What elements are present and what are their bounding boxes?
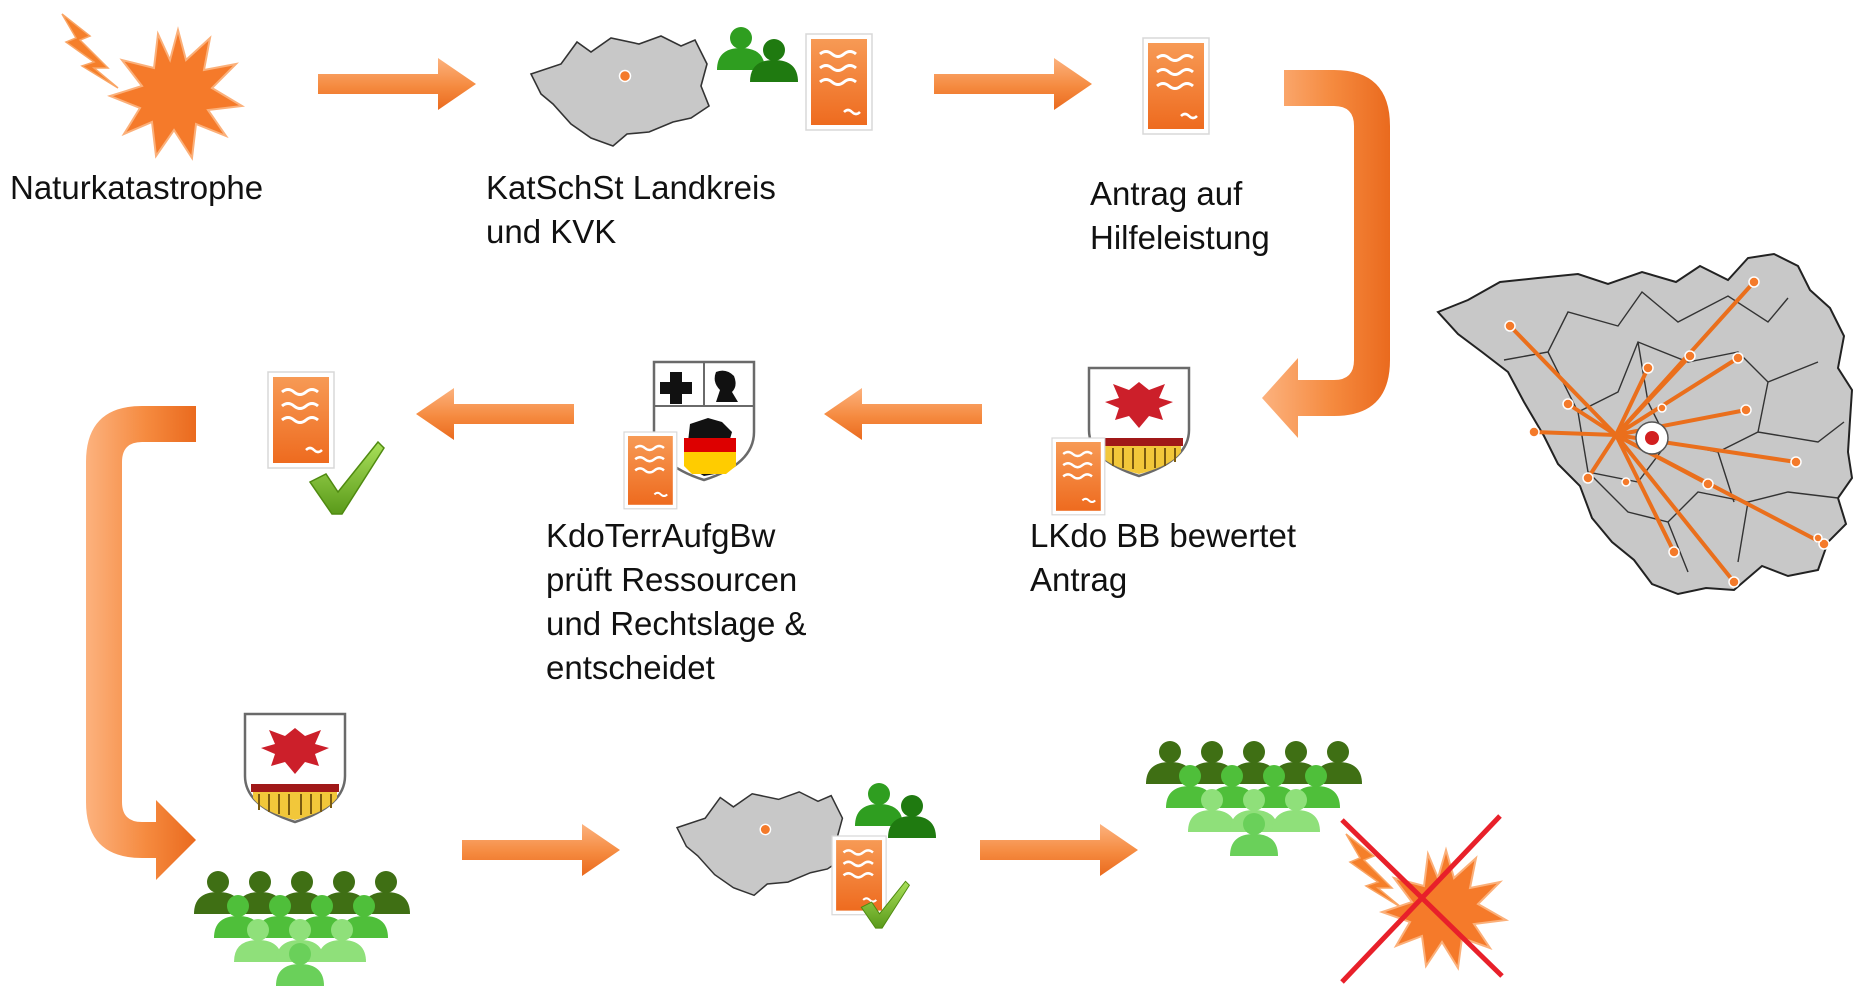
arrow-icon	[318, 58, 476, 110]
arrow-icon	[416, 388, 574, 440]
label-line: LKdo BB bewertet	[1030, 517, 1296, 554]
label-lkdo: LKdo BB bewertet Antrag	[1030, 514, 1296, 602]
label-line: und KVK	[486, 213, 617, 250]
label-line: Antrag	[1030, 561, 1128, 598]
arrow-icon	[1262, 70, 1390, 438]
label-line: KdoTerrAufgBw	[546, 517, 776, 554]
document-icon	[1050, 436, 1107, 516]
crowd-icon	[1146, 741, 1362, 856]
label-line: entscheidet	[546, 649, 715, 686]
arrow-icon	[980, 824, 1138, 876]
state-map-icon	[1436, 252, 1854, 596]
document-icon	[1141, 36, 1211, 136]
lightning-explosion-icon	[61, 13, 246, 161]
label-line: Naturkatastrophe	[10, 169, 264, 206]
label-line: und Rechtslage &	[546, 605, 807, 642]
district-map-icon	[530, 35, 710, 147]
arrow-icon	[462, 824, 620, 876]
label-line: KatSchSt Landkreis	[486, 169, 776, 206]
document-icon	[622, 430, 678, 510]
label-line: Hilfeleistung	[1090, 219, 1270, 256]
document-icon	[266, 370, 336, 470]
cross-icon	[1340, 814, 1504, 984]
people-group-icon	[717, 27, 798, 82]
check-icon	[860, 880, 911, 929]
arrow-icon	[86, 406, 196, 880]
label-katschst: KatSchSt Landkreis und KVK	[486, 166, 776, 254]
label-kdoterraufgbw: KdoTerrAufgBw prüft Ressourcen und Recht…	[546, 514, 807, 690]
people-group-icon	[855, 783, 936, 838]
arrow-icon	[824, 388, 982, 440]
document-icon	[804, 32, 874, 132]
crowd-icon	[194, 871, 410, 986]
check-icon	[308, 440, 385, 515]
document-icon	[830, 834, 888, 916]
district-map-icon	[676, 791, 846, 897]
arrow-icon	[934, 58, 1092, 110]
label-naturkatastrophe: Naturkatastrophe	[10, 166, 263, 210]
germany-flag-icon	[652, 360, 756, 482]
label-line: prüft Ressourcen	[546, 561, 798, 598]
coat-of-arms-icon	[243, 712, 347, 824]
label-line: Antrag auf	[1090, 175, 1243, 212]
label-antrag: Antrag auf Hilfeleistung	[1090, 172, 1270, 260]
